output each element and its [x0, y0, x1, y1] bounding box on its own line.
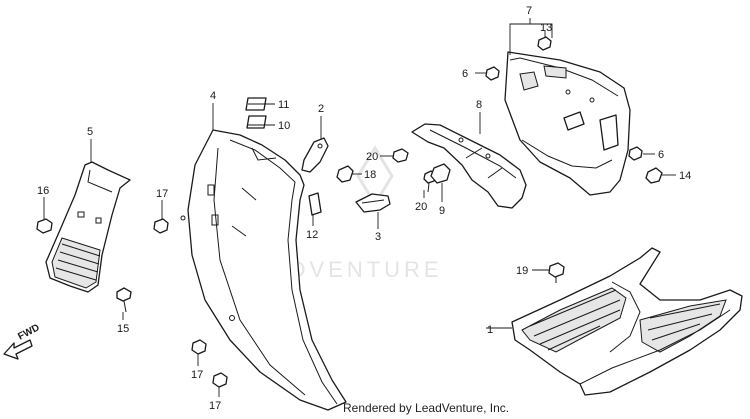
callout-14: 14: [679, 170, 691, 182]
callout-12: 12: [306, 229, 318, 241]
footer-credit: Rendered by LeadVenture, Inc.: [343, 401, 510, 415]
part-17-nut-lower[interactable]: [212, 372, 228, 388]
part-17-nut-middle[interactable]: [191, 339, 207, 355]
callout-5: 5: [87, 126, 93, 138]
callout-19: 19: [516, 265, 528, 277]
part-14-grommet[interactable]: [645, 167, 663, 184]
callout-8: 8: [476, 99, 482, 111]
part-5-front-cover[interactable]: [45, 161, 131, 293]
callout-4: 4: [210, 90, 216, 102]
callout-17-lower: 17: [209, 400, 221, 412]
callout-10: 10: [278, 120, 290, 132]
part-18-grommet[interactable]: [336, 165, 354, 183]
fwd-label: FWD: [16, 322, 41, 342]
callout-13: 13: [540, 22, 552, 34]
callout-11: 11: [278, 99, 289, 111]
part-2-bracket[interactable]: [301, 137, 329, 173]
part-16-nut[interactable]: [36, 218, 53, 234]
part-17-nut-upper[interactable]: [153, 218, 169, 234]
part-6-nut-left[interactable]: [485, 66, 500, 81]
leader-lines: [43, 18, 676, 397]
callout-6-right: 6: [658, 149, 664, 161]
callout-1: 1: [487, 324, 493, 336]
callouts: 1 2 3 4 5 6 6 7 8 9 10 11 12 13 14 15 16…: [37, 5, 691, 412]
callout-2: 2: [318, 103, 324, 115]
callout-17-upper: 17: [156, 188, 168, 200]
callout-16: 16: [37, 185, 49, 197]
part-13-nut[interactable]: [537, 36, 552, 51]
callout-3: 3: [375, 231, 381, 243]
part-3-clip[interactable]: [355, 193, 391, 213]
callout-9: 9: [439, 205, 445, 217]
callout-18: 18: [364, 169, 376, 181]
callout-7: 7: [526, 5, 532, 17]
part-15-bolt[interactable]: [116, 287, 132, 313]
part-8-frame-bracket[interactable]: [411, 123, 527, 209]
part-7-inner-cover[interactable]: [504, 51, 631, 196]
part-12-plate[interactable]: [308, 192, 322, 216]
part-20-screw-upper[interactable]: [392, 148, 409, 163]
callout-6-left: 6: [462, 68, 468, 80]
callout-15: 15: [117, 323, 129, 335]
part-6-nut-right[interactable]: [628, 146, 643, 161]
part-19-bolt[interactable]: [548, 262, 565, 283]
fwd-arrow: FWD: [3, 322, 42, 360]
part-9-collar[interactable]: [430, 163, 451, 184]
part-10-label[interactable]: [246, 115, 267, 129]
callout-17-middle: 17: [191, 369, 203, 381]
callout-20-lower: 20: [415, 201, 427, 213]
part-4-leg-shield[interactable]: [180, 129, 347, 411]
callout-20-upper: 20: [366, 151, 378, 163]
part-1-floor-panel[interactable]: [511, 247, 743, 396]
